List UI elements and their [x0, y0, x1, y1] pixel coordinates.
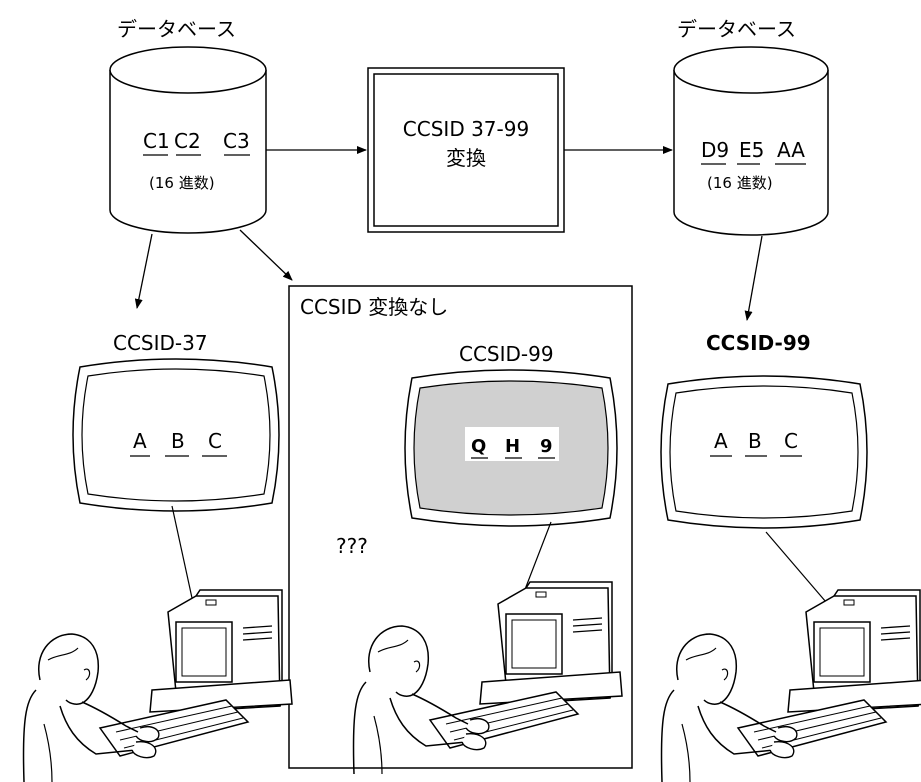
db-left-title: データベース [117, 17, 236, 41]
converter-line2: 変換 [446, 146, 486, 170]
terminal-right-char-3: C [784, 429, 798, 453]
db-right-code-2: E5 [739, 138, 764, 162]
db-left-code-1: C1 [143, 129, 170, 153]
terminal-right-char-1: A [714, 429, 728, 453]
db-left-cylinder [109, 46, 267, 234]
terminal-left-char-2: B [171, 429, 185, 453]
cable-middle [523, 521, 552, 593]
arrow-db-to-ccsid99 [744, 235, 763, 321]
workstation-left-illustration [22, 589, 293, 782]
workstation-right-illustration [660, 589, 921, 782]
no-conversion-title: CCSID 変換なし [300, 295, 448, 319]
db-left-note: (16 進数) [149, 174, 215, 192]
db-right-title: データベース [677, 17, 796, 41]
arrow-db-to-no-conversion [239, 229, 293, 281]
terminal-left-char-1: A [133, 429, 147, 453]
cable-right [765, 531, 827, 603]
no-conversion-question: ??? [336, 534, 368, 558]
db-right-code-1: D9 [701, 138, 729, 162]
converter-box [367, 67, 565, 233]
no-conversion-screen [404, 369, 618, 527]
no-conversion-terminal-label: CCSID-99 [459, 342, 554, 366]
terminal-left-screen [72, 358, 280, 512]
converter-line1: CCSID 37-99 [403, 117, 529, 141]
terminal-right-label: CCSID-99 [706, 331, 811, 355]
terminal-left-label: CCSID-37 [113, 331, 208, 355]
terminal-right-char-2: B [748, 429, 762, 453]
no-conversion-char-1: Q [471, 436, 486, 457]
db-left-code-3: C3 [223, 129, 250, 153]
terminal-right-screen [660, 375, 868, 529]
no-conversion-char-3: 9 [540, 436, 553, 457]
db-right-cylinder [673, 46, 829, 236]
terminal-left-char-3: C [208, 429, 222, 453]
no-conversion-char-2: H [505, 436, 520, 457]
db-right-code-3: AA [777, 138, 805, 162]
cable-left [171, 505, 193, 599]
db-left-code-2: C2 [174, 129, 201, 153]
arrow-db-to-ccsid37 [134, 233, 153, 309]
db-right-note: (16 進数) [707, 174, 773, 192]
